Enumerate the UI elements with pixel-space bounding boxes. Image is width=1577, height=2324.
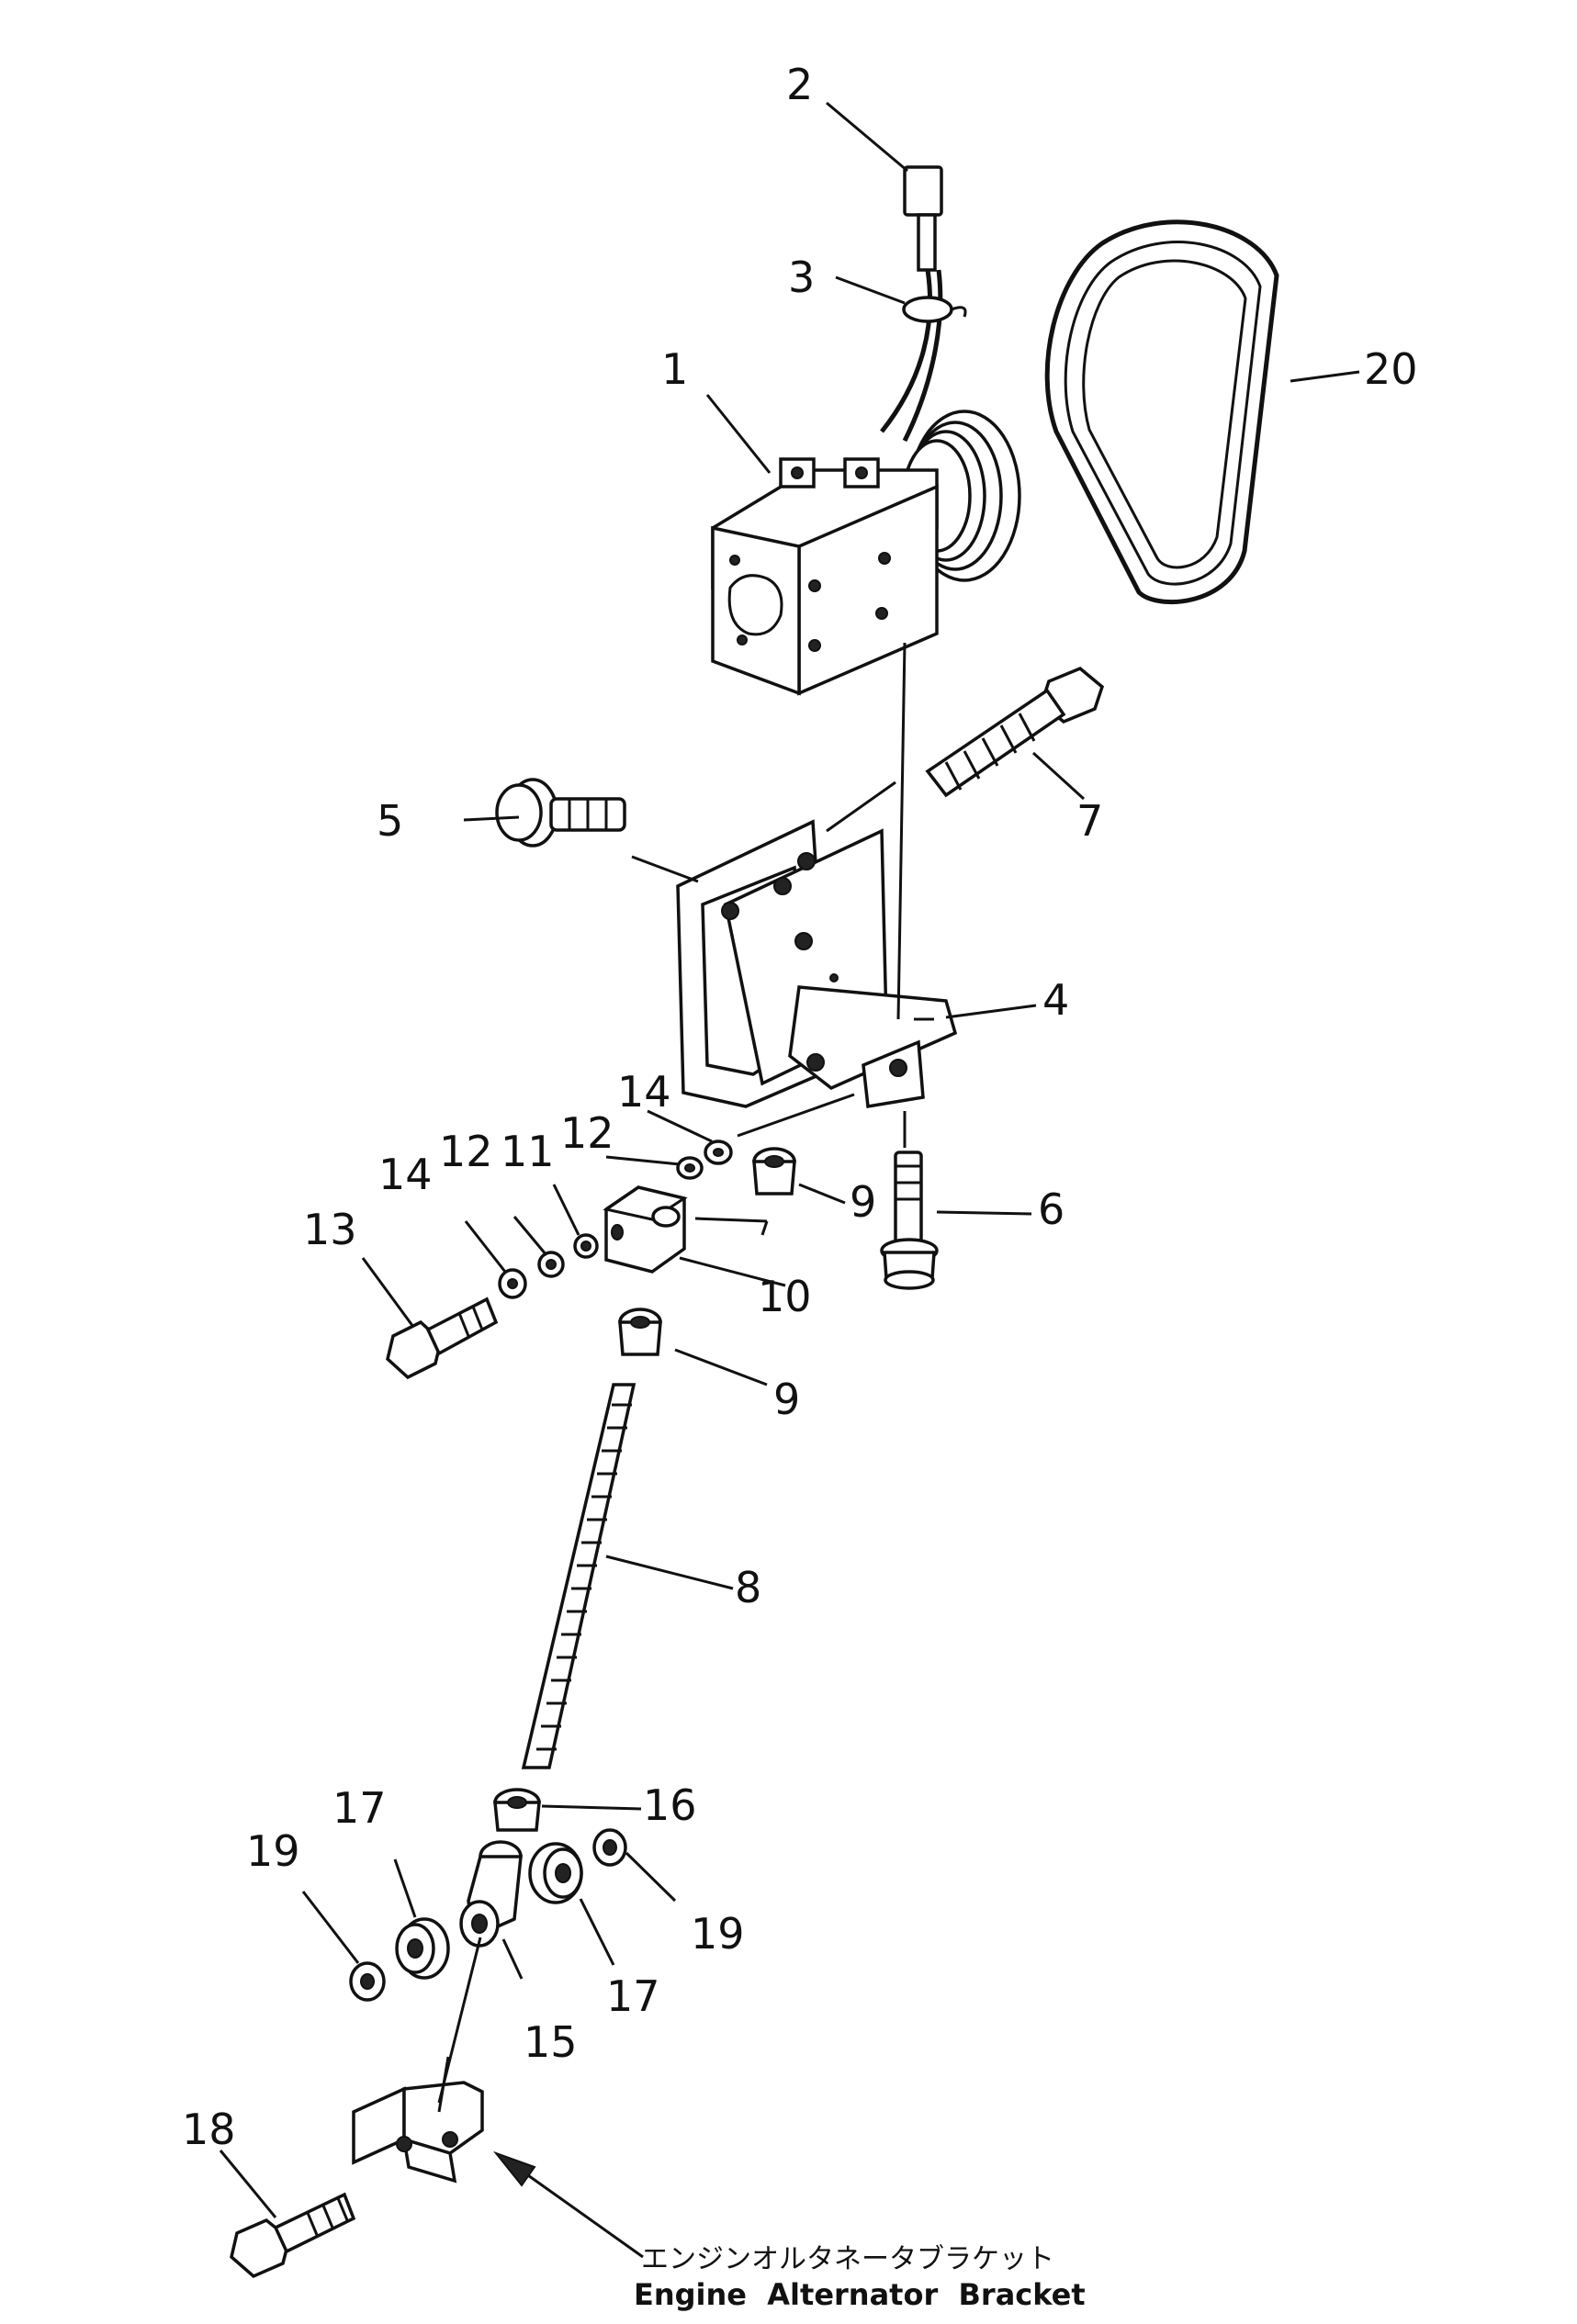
part-alternator [711,410,1021,696]
callout-17-left: 17 [332,1783,387,1833]
caption-english: Engine Alternator Bracket [634,2277,1086,2312]
callout-15: 15 [524,2017,578,2067]
callout-12-upper: 12 [560,1108,614,1158]
callout-19-right: 19 [691,1909,745,1959]
callout-11: 11 [501,1127,555,1176]
part-flange-bolt [495,778,626,848]
callout-2: 2 [786,60,813,109]
callout-16: 16 [643,1780,697,1830]
callout-8: 8 [735,1563,761,1612]
part-washer-11 [573,1233,599,1259]
callout-1: 1 [661,344,688,394]
part-washer-12-upper [676,1156,704,1180]
caption-japanese: エンジンオルタネータブラケット [641,2243,1054,2275]
caption-arrow [493,2150,644,2259]
part-washer-19-left [349,1961,386,2002]
callout-5: 5 [377,796,403,846]
callout-13: 13 [303,1205,357,1254]
callout-17-right: 17 [606,1971,660,2021]
callout-12-lower: 12 [439,1127,493,1176]
part-washer-14-upper [704,1140,733,1165]
part-alternator-mount-bracket [676,819,958,1109]
callout-9-upper: 9 [850,1177,876,1227]
part-nut-upper [752,1147,796,1196]
part-bolt-13 [386,1297,499,1380]
callout-20: 20 [1364,344,1418,394]
part-connector [903,165,943,272]
part-engine-alternator-bracket [352,2081,484,2184]
part-spacer-17-right [528,1842,583,1904]
leader-lines [219,101,1360,2218]
callout-7: 7 [1076,796,1103,846]
part-spacer-17-left [395,1917,450,1980]
callout-18: 18 [182,2105,236,2154]
callout-6: 6 [1038,1184,1064,1234]
callout-14-lower: 14 [378,1150,433,1199]
callout-19-left: 19 [246,1826,300,1876]
callout-3: 3 [788,253,815,302]
part-nut-lower [618,1308,662,1356]
part-v-belt [1044,219,1279,604]
part-bolt-vertical [880,1151,939,1290]
part-threaded-rod [521,1383,636,1769]
part-adjusting-block [603,1185,688,1274]
part-washer-14-lower [498,1268,527,1299]
part-wire-clip [880,269,967,443]
part-bolt-18 [230,2192,356,2279]
callout-14-upper: 14 [617,1067,671,1117]
part-nut-16 [493,1788,541,1832]
callout-10: 10 [758,1272,812,1321]
part-swivel [459,1840,523,1948]
part-washer-19-right [592,1828,627,1867]
part-washer-12-lower [537,1251,565,1278]
callout-9-lower: 9 [773,1375,800,1424]
callout-labels: 2 3 1 20 7 5 4 14 12 12 11 14 13 9 6 10 … [182,60,1418,2154]
caption: エンジンオルタネータブラケット Engine Alternator Bracke… [634,2243,1086,2312]
part-long-bolt [925,666,1105,798]
callout-4: 4 [1042,975,1069,1025]
